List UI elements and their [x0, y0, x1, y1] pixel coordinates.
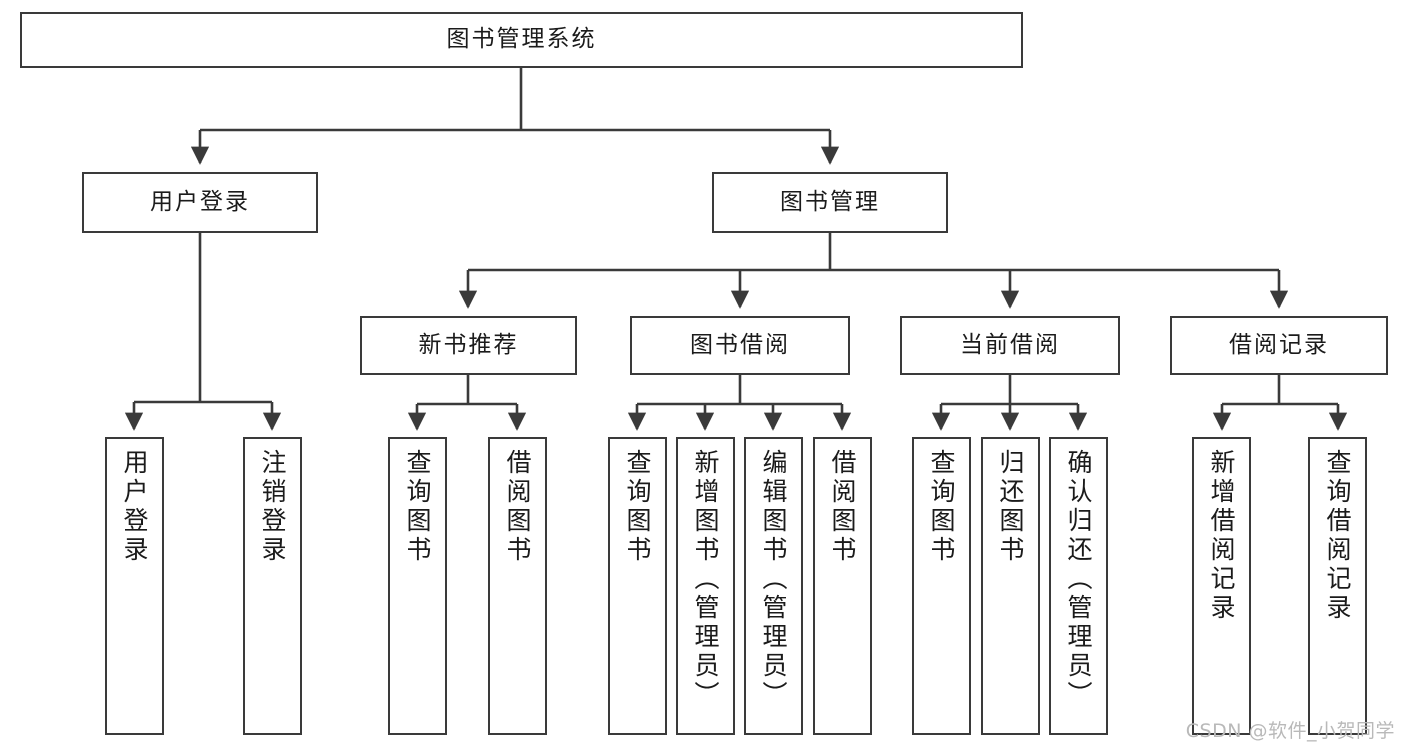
node-root-label: 图书管理系统	[446, 26, 597, 53]
node-leaf-return-book[interactable]: 归还图书	[981, 437, 1040, 735]
node-new-book-recommend[interactable]: 新书推荐	[360, 316, 577, 375]
node-leaf-confirm-return-admin[interactable]: 确认归还（管理员）	[1049, 437, 1108, 735]
node-leaf-user-login-label: 用户登录	[120, 449, 149, 565]
node-user-login-label: 用户登录	[150, 188, 250, 215]
node-new-book-recommend-label: 新书推荐	[418, 331, 519, 358]
node-leaf-add-book-admin-label: 新增图书（管理员）	[691, 449, 720, 710]
node-book-management-label: 图书管理	[780, 188, 880, 215]
node-leaf-add-borrow-record-label: 新增借阅记录	[1207, 449, 1236, 623]
node-borrow-record-label: 借阅记录	[1229, 331, 1329, 358]
node-leaf-query-borrow-record[interactable]: 查询借阅记录	[1308, 437, 1367, 735]
node-borrow-record[interactable]: 借阅记录	[1170, 316, 1388, 375]
node-leaf-query-book-1[interactable]: 查询图书	[388, 437, 447, 735]
node-leaf-edit-book-admin-label: 编辑图书（管理员）	[759, 449, 788, 710]
node-leaf-borrow-book-1[interactable]: 借阅图书	[488, 437, 547, 735]
node-leaf-logout-label: 注销登录	[258, 449, 287, 565]
node-user-login[interactable]: 用户登录	[82, 172, 318, 233]
node-leaf-query-book-3-label: 查询图书	[927, 449, 956, 565]
node-leaf-borrow-book-1-label: 借阅图书	[503, 449, 532, 565]
node-leaf-borrow-book-2[interactable]: 借阅图书	[813, 437, 872, 735]
node-leaf-confirm-return-admin-label: 确认归还（管理员）	[1064, 449, 1093, 710]
node-leaf-borrow-book-2-label: 借阅图书	[828, 449, 857, 565]
node-leaf-query-book-3[interactable]: 查询图书	[912, 437, 971, 735]
node-leaf-query-borrow-record-label: 查询借阅记录	[1323, 449, 1352, 623]
node-book-borrow[interactable]: 图书借阅	[630, 316, 850, 375]
node-book-borrow-label: 图书借阅	[690, 331, 790, 358]
node-book-management[interactable]: 图书管理	[712, 172, 948, 233]
node-leaf-query-book-1-label: 查询图书	[403, 449, 432, 565]
node-leaf-return-book-label: 归还图书	[996, 449, 1025, 565]
node-leaf-edit-book-admin[interactable]: 编辑图书（管理员）	[744, 437, 803, 735]
node-root[interactable]: 图书管理系统	[20, 12, 1023, 68]
node-leaf-user-login[interactable]: 用户登录	[105, 437, 164, 735]
node-leaf-logout[interactable]: 注销登录	[243, 437, 302, 735]
node-current-borrow-label: 当前借阅	[960, 331, 1060, 358]
node-leaf-query-book-2[interactable]: 查询图书	[608, 437, 667, 735]
node-leaf-query-book-2-label: 查询图书	[623, 449, 652, 565]
node-current-borrow[interactable]: 当前借阅	[900, 316, 1120, 375]
node-leaf-add-book-admin[interactable]: 新增图书（管理员）	[676, 437, 735, 735]
node-leaf-add-borrow-record[interactable]: 新增借阅记录	[1192, 437, 1251, 735]
csdn-watermark: CSDN @软件_小贺同学	[1185, 720, 1395, 742]
